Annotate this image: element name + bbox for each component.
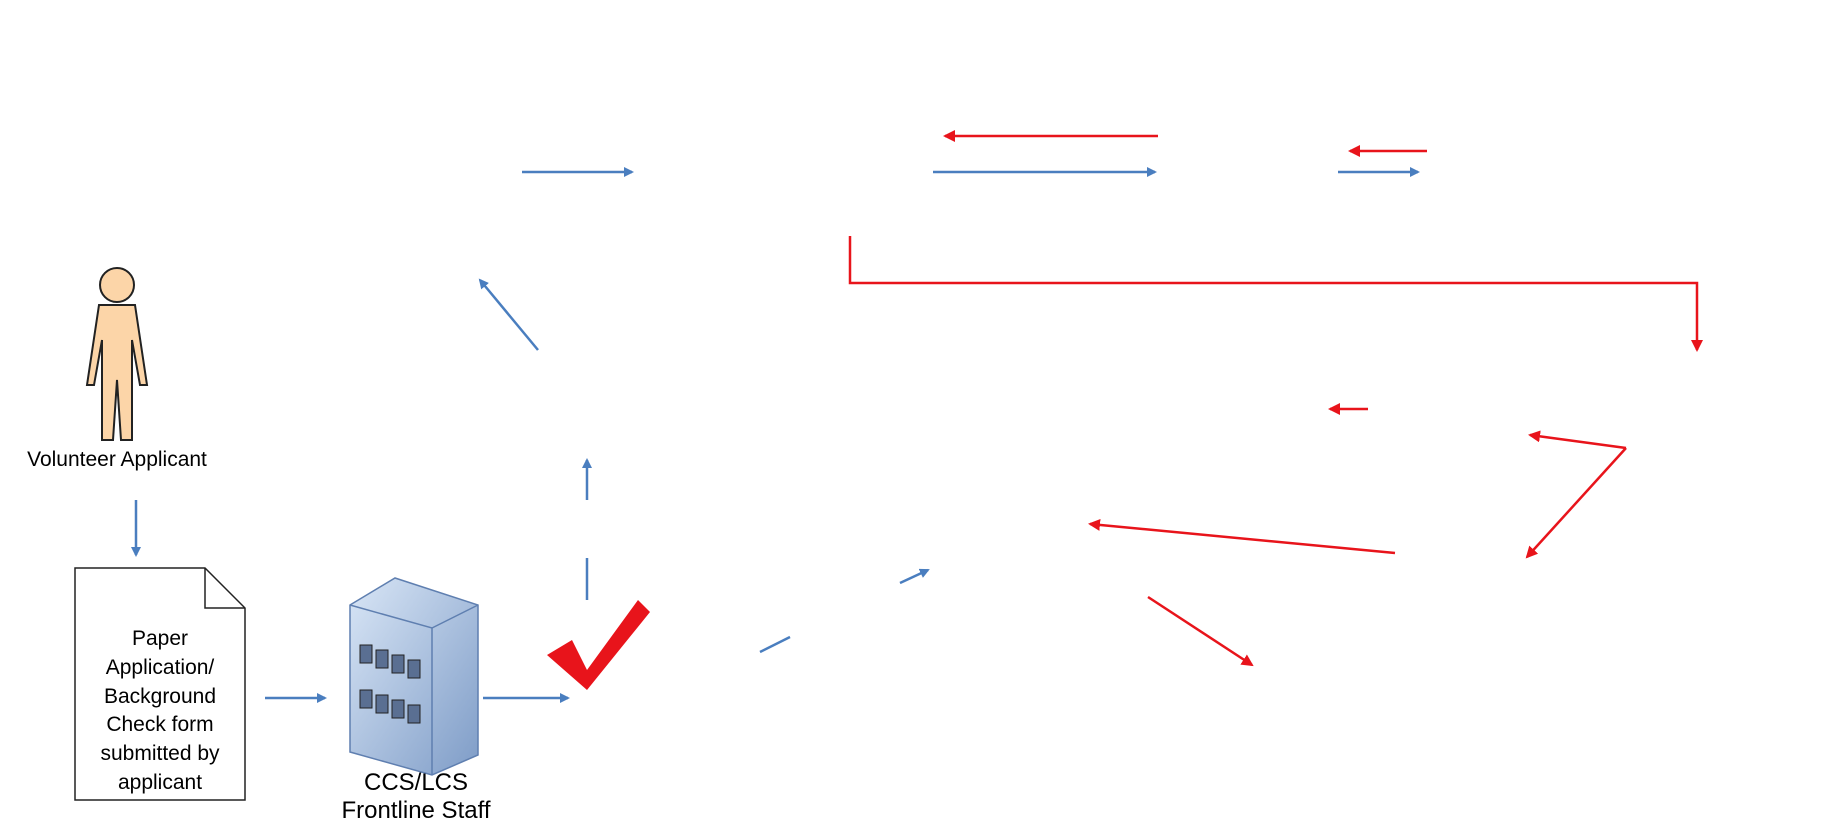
volunteer-applicant: Volunteer Applicant [27, 267, 207, 471]
blue-arrows [131, 167, 1420, 703]
paper-application-line: Background [104, 685, 216, 708]
frontline-staff: CCS/LCS Frontline Staff [342, 577, 491, 822]
watch [547, 600, 650, 690]
paper-application-line: applicant [118, 771, 202, 794]
red-arrows [848, 130, 1703, 667]
frontline-staff-line: Frontline Staff [342, 797, 491, 822]
building-icon [349, 577, 479, 776]
frontline-staff-line: CCS/LCS [364, 769, 468, 796]
document-icon [74, 567, 246, 801]
paper-application-line: Paper [132, 627, 188, 650]
paper-application-line: Check form [106, 713, 213, 736]
person-icon [85, 267, 149, 441]
volunteer-applicant-label: Volunteer Applicant [27, 448, 207, 471]
paper-application: Paper Application/ Background Check form… [74, 567, 246, 801]
paper-application-line: submitted by [100, 742, 220, 765]
paper-application-line: Application/ [106, 656, 215, 679]
checkmark-icon [547, 600, 650, 690]
